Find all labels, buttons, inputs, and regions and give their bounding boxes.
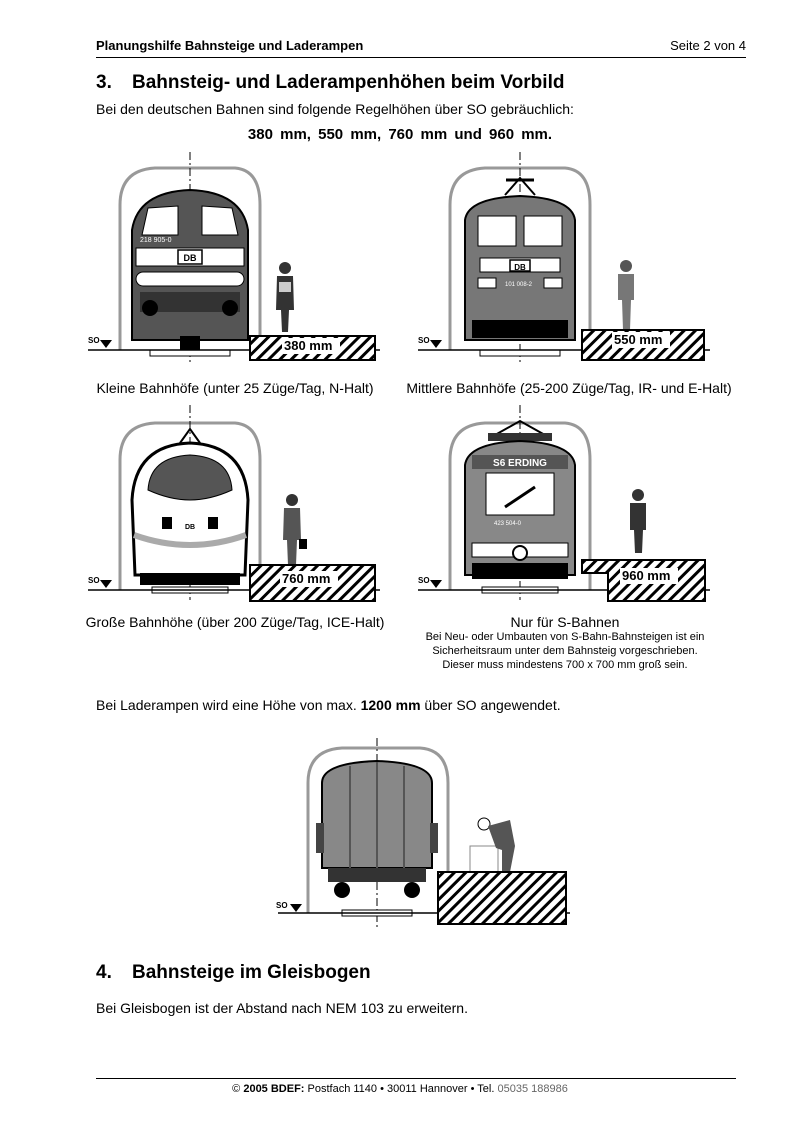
clearance-outline (448, 166, 592, 350)
section-3-heading: 3. Bahnsteig- und Laderampenhöhen beim Vo… (96, 72, 564, 94)
footer-rule (96, 1078, 736, 1079)
height-label-bg (620, 568, 678, 584)
height-label-bg (280, 571, 338, 587)
so-marker-icon (430, 580, 442, 588)
header-rule (96, 57, 746, 58)
sbahn-note-line: Bei Neu- oder Umbauten von S-Bahn-Bahnst… (425, 631, 705, 643)
standard-heights: 380 mm, 550 mm, 760 mm und 960 mm. (247, 126, 553, 143)
header-title: Planungshilfe Bahnsteige und Laderampen (96, 38, 364, 53)
height-label-bg (612, 332, 670, 348)
ramp-text-before: Bei Laderampen wird eine Höhe von max. (96, 697, 361, 713)
sbahn-note-line: Dieser muss mindestens 700 x 700 mm groß… (442, 659, 688, 671)
section-4-text: Bei Gleisbogen ist der Abstand nach NEM … (96, 1000, 468, 1016)
freight-wagon-icon (316, 759, 438, 917)
footer-org: 2005 BDEF: (243, 1083, 305, 1095)
so-marker-icon (290, 904, 302, 912)
height-label: 550 mm (614, 332, 662, 347)
person-with-briefcase-icon (283, 494, 307, 565)
figure-large-station: DB 760 mm SO (88, 405, 380, 602)
caption-small-station: Kleine Bahnhöfe (unter 25 Züge/Tag, N-Ha… (96, 380, 374, 396)
so-label: SO (88, 576, 100, 585)
sbahn-train-icon (464, 419, 576, 594)
destination-display: S6 ERDING (493, 458, 547, 469)
sbahn-note: Bei Neu- oder Umbauten von S-Bahn-Bahnst… (400, 630, 730, 672)
height-label-bg (282, 338, 340, 354)
person-icon (276, 262, 294, 332)
so-marker-icon (430, 340, 442, 348)
section-4-title: Bahnsteige im Gleisbogen (132, 962, 371, 983)
section-4-heading: 4. Bahnsteige im Gleisbogen (96, 962, 371, 984)
ramp-text-after: über SO angewendet. (420, 697, 561, 713)
so-label: SO (88, 336, 100, 345)
section-4-number: 4. (96, 962, 112, 983)
footer: © 2005 BDEF: Postfach 1140 • 30011 Hanno… (0, 1083, 800, 1095)
loco-number: 101 008-2 (505, 282, 533, 288)
clearance-outline (306, 746, 450, 913)
figure-sbahn: S6 ERDING 423 504-0 960 mm SO (418, 405, 710, 602)
clearance-outline (118, 421, 262, 590)
sbahn-note-line: Sicherheitsraum unter dem Bahnsteig vorg… (432, 645, 698, 657)
copyright-symbol: © (232, 1083, 244, 1095)
footer-address: Postfach 1140 • 30011 Hannover • Tel. (304, 1083, 498, 1095)
section-3-number: 3. (96, 72, 112, 93)
height-label: 960 mm (622, 568, 670, 583)
caption-medium-station: Mittlere Bahnhöfe (25-200 Züge/Tag, IR- … (406, 380, 732, 396)
so-label: SO (418, 336, 430, 345)
diesel-locomotive-icon (131, 188, 249, 357)
caption-large-station: Große Bahnhöhe (über 200 Züge/Tag, ICE-H… (85, 614, 385, 630)
figure-medium-station: DB 101 008-2 550 mm SO (418, 152, 710, 362)
unit-number: 423 504-0 (494, 521, 522, 527)
worker-icon (469, 817, 515, 873)
ramp-paragraph: Bei Laderampen wird eine Höhe von max. 1… (96, 697, 561, 713)
loading-ramp-1200 (437, 871, 567, 925)
clearance-outline (118, 166, 262, 350)
section-3-title: Bahnsteig- und Laderampenhöhen beim Vorb… (132, 72, 565, 93)
ramp-height-value: 1200 mm (360, 697, 421, 713)
section-3-intro: Bei den deutschen Bahnen sind folgende R… (96, 101, 574, 117)
caption-sbahn: Nur für S-Bahnen (510, 614, 620, 630)
header-page-number: Seite 2 von 4 (670, 38, 746, 53)
figure-small-station: 218 905-0 DB 380 mm SO (88, 152, 380, 362)
so-label: SO (418, 576, 430, 585)
person-icon (630, 489, 646, 553)
ice-train-icon (130, 427, 250, 594)
db-logo: DB (514, 263, 526, 272)
electric-locomotive-icon (464, 176, 576, 357)
so-marker-icon (100, 340, 112, 348)
person-icon (618, 260, 634, 330)
height-label: 760 mm (282, 571, 330, 586)
figure-loading-ramp: SO (276, 738, 570, 930)
so-marker-icon (100, 580, 112, 588)
so-label: SO (276, 901, 288, 910)
db-logo: DB (184, 253, 197, 263)
footer-telephone: 05035 188986 (497, 1083, 568, 1095)
loco-number: 218 905-0 (140, 237, 172, 244)
height-label: 380 mm (284, 338, 332, 353)
db-logo: DB (185, 524, 195, 531)
